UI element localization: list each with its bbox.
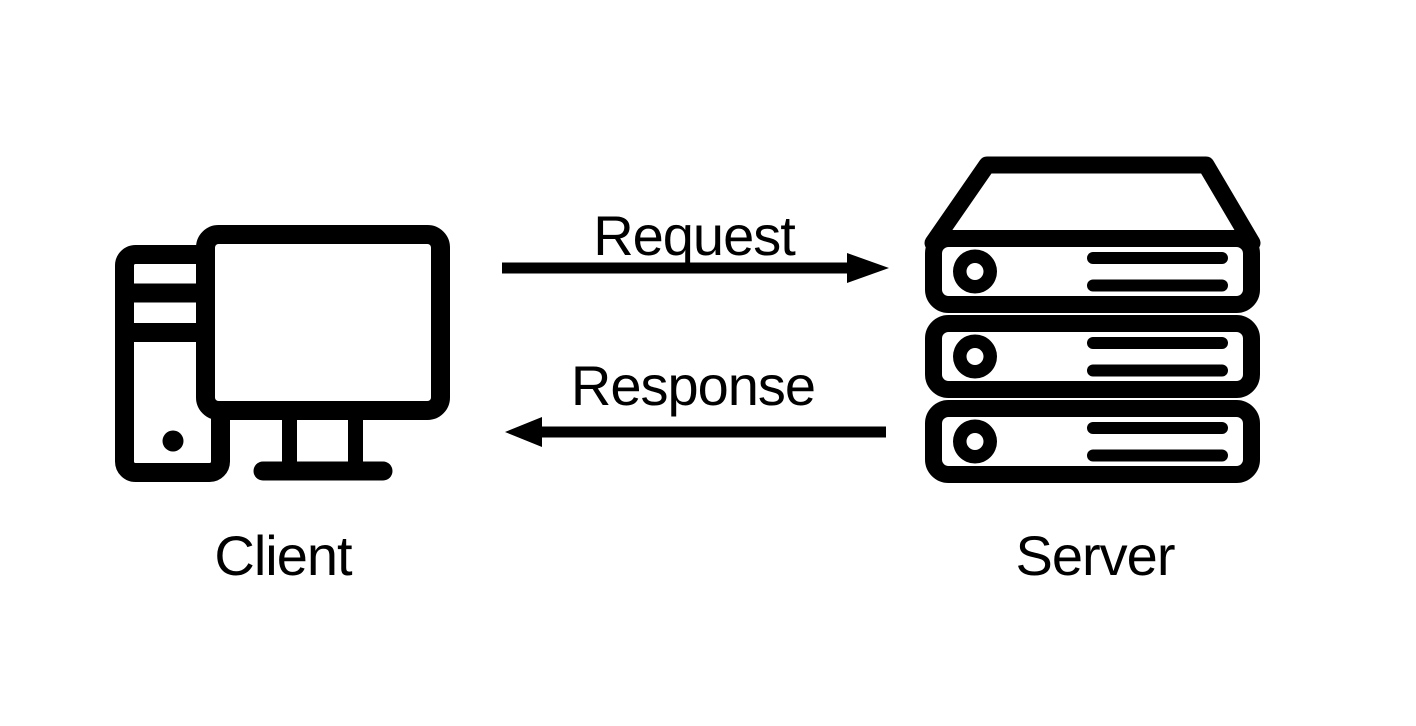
response-arrow-left-icon: [505, 417, 886, 447]
server-rack-icon: [924, 156, 1261, 483]
client-desktop-computer-icon: [115, 225, 450, 482]
response-label: Response: [570, 354, 816, 417]
client-node-label: Client: [214, 524, 352, 587]
request-arrow-right-icon: [502, 253, 889, 283]
request-label: Request: [593, 204, 796, 267]
server-node-label: Server: [1015, 524, 1176, 587]
